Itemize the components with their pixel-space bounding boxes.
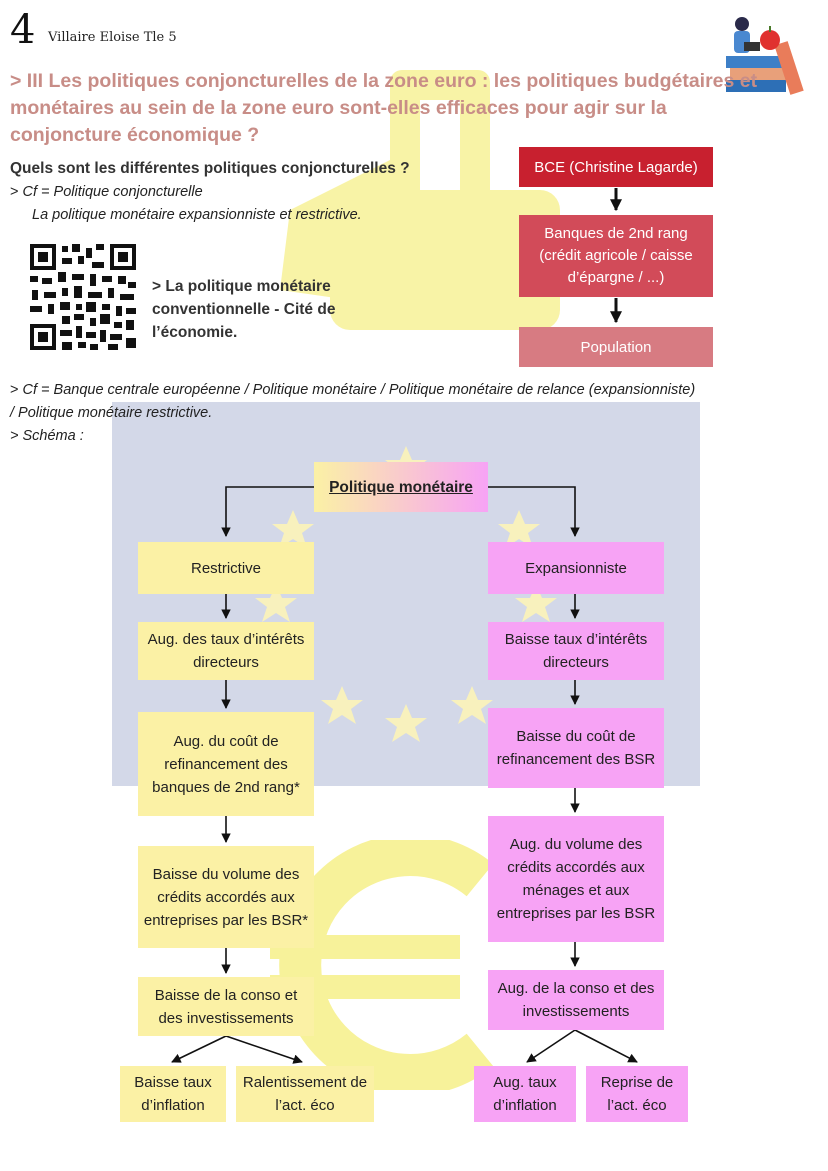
page-number: 4 — [10, 7, 36, 53]
expansionist-outcome-1: Aug. taux d’inflation — [474, 1066, 576, 1122]
expansionist-step-3: Aug. du volume des crédits accordés aux … — [488, 816, 664, 942]
cf-line-2-cont: / Politique monétaire restrictive. — [10, 405, 213, 421]
hand-vote-icon — [280, 70, 560, 330]
expansionist-step-1: Baisse taux d’intérêts directeurs — [488, 622, 664, 680]
author-name: Villaire Eloise Tle 5 — [48, 30, 177, 45]
expansionist-step-4: Aug. de la conso et des investissements — [488, 970, 664, 1030]
population-box: Population — [519, 327, 713, 367]
restrictive-outcome-2: Ralentissement de l’act. éco — [236, 1066, 374, 1122]
schema-label: > Schéma : — [10, 428, 84, 444]
euro-sign-icon — [270, 840, 494, 1090]
restrictive-step-1: Aug. des taux d’intérêts directeurs — [138, 622, 314, 680]
section-title: > III Les politiques conjoncturelles de … — [10, 70, 758, 146]
cf-line-2: > Cf = Banque centrale européenne / Poli… — [10, 382, 820, 398]
cf-prefix: > — [10, 184, 23, 200]
qr-caption: > La politique monétaire conventionnelle… — [152, 278, 336, 341]
banks-box: Banques de 2nd rang (crédit agricole / c… — [519, 215, 713, 297]
schema-root: Politique monétaire — [314, 462, 488, 512]
restrictive-step-3: Baisse du volume des crédits accordés au… — [138, 846, 314, 948]
restrictive-step-4: Baisse de la conso et des investissement… — [138, 977, 314, 1036]
cf-text: Cf = Politique conjoncturelle — [22, 184, 203, 200]
qr-code-icon[interactable] — [28, 242, 138, 352]
bce-box: BCE (Christine Lagarde) — [519, 147, 713, 187]
expansionist-head: Expansionniste — [488, 542, 664, 594]
cf-line-1: > Cf = Politique conjoncturelle — [10, 184, 203, 200]
expansionist-outcome-2: Reprise de l’act. éco — [586, 1066, 688, 1122]
restrictive-step-2: Aug. du coût de refinancement des banque… — [138, 712, 314, 816]
restrictive-head: Restrictive — [138, 542, 314, 594]
books-reader-icon — [726, 17, 804, 95]
cf2-text: Cf = Banque centrale européenne / Politi… — [22, 382, 696, 398]
question-heading: Quels sont les différentes politiques co… — [10, 160, 410, 177]
restrictive-outcome-1: Baisse taux d’inflation — [120, 1066, 226, 1122]
cf2-prefix: > — [10, 382, 23, 398]
cf-subline: La politique monétaire expansionniste et… — [32, 207, 362, 223]
expansionist-step-2: Baisse du coût de refinancement des BSR — [488, 708, 664, 788]
